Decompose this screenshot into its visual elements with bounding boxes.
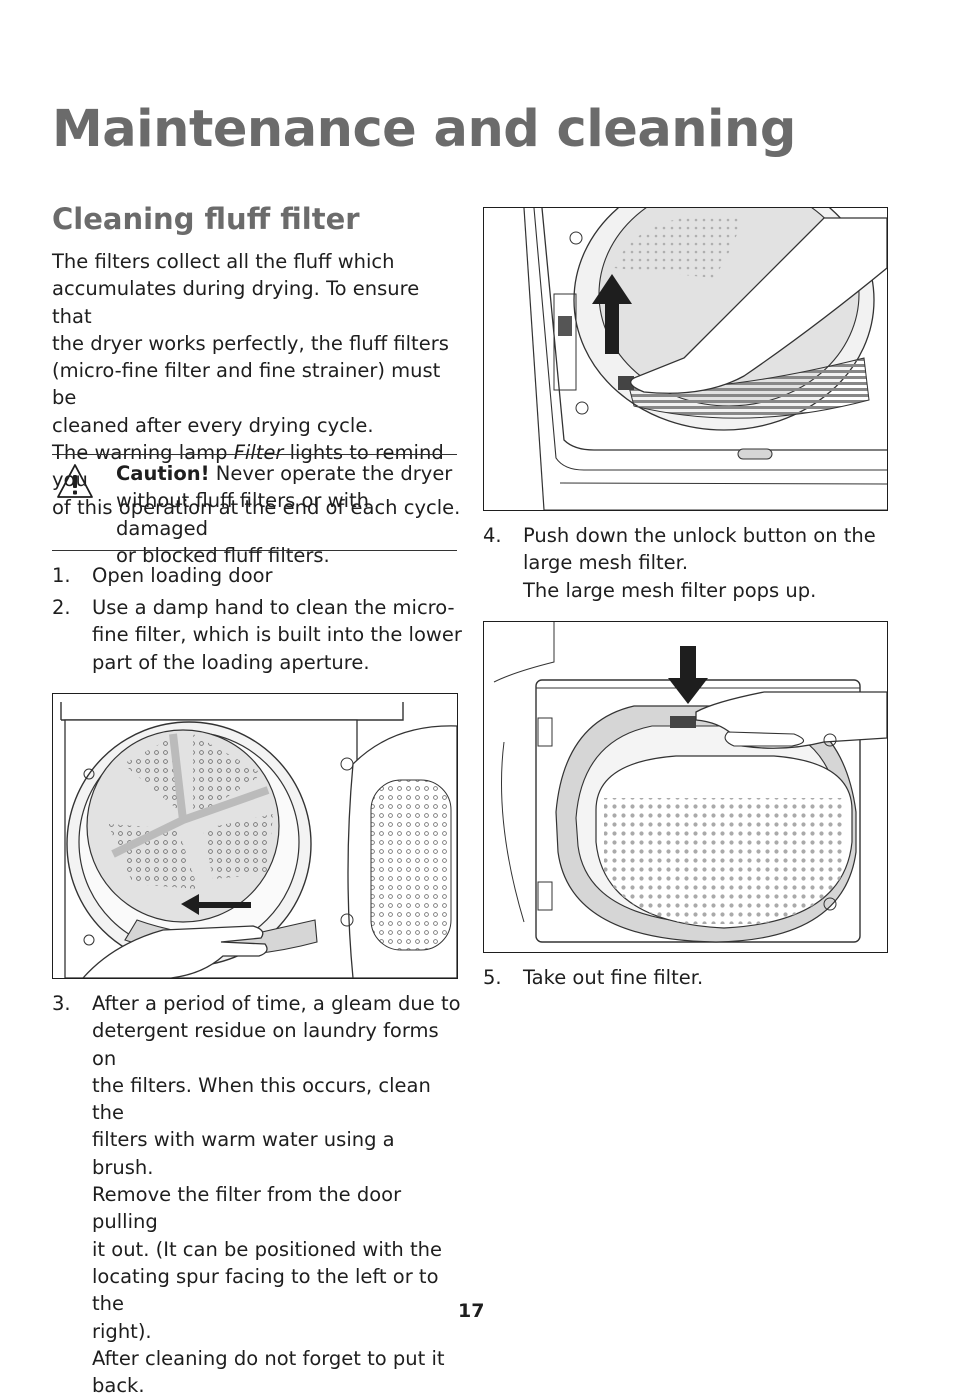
caution-line: or blocked fluff filters. bbox=[116, 543, 330, 567]
intro-line: of this operation at the end of each cyc… bbox=[52, 495, 461, 519]
caution-bottom-rule bbox=[52, 550, 457, 551]
caution-top-rule bbox=[52, 454, 457, 455]
intro-line: accumulates during drying. To ensure tha… bbox=[52, 277, 420, 328]
figure-unlock-mesh-filter bbox=[483, 207, 888, 511]
step-number: 1. bbox=[52, 564, 71, 587]
intro-line: (micro-fine filter and fine strainer) mu… bbox=[52, 359, 441, 410]
intro-paragraph: The filters collect all the fluff which … bbox=[52, 248, 462, 521]
step-4: 4. Push down the unlock button on the la… bbox=[483, 522, 893, 607]
dryer-drum-illustration bbox=[60, 702, 457, 978]
step-number: 4. bbox=[483, 524, 502, 547]
step-line: detergent residue on laundry forms on bbox=[92, 1019, 439, 1070]
step-text: Push down the unlock button on the large… bbox=[523, 522, 876, 604]
step-number: 3. bbox=[52, 992, 71, 1015]
fine-filter-illustration bbox=[493, 622, 887, 943]
step-line: it out. (It can be positioned with the bbox=[92, 1237, 442, 1261]
figure-remove-fine-filter bbox=[483, 621, 888, 953]
intro-line: cleaned after every drying cycle. bbox=[52, 413, 374, 437]
step-text: Open loading door bbox=[92, 562, 273, 589]
step-line: large mesh filter. bbox=[523, 551, 689, 575]
step-line: Push down the unlock button on the bbox=[523, 524, 876, 547]
filter-lamp-name: Filter bbox=[233, 441, 284, 465]
step-line: fine filter, which is built into the low… bbox=[92, 623, 462, 647]
step-1: 1. Open loading door bbox=[52, 562, 462, 592]
step-line: Remove the filter from the door pulling bbox=[92, 1183, 402, 1234]
step-text: Use a damp hand to clean the micro- fine… bbox=[92, 594, 462, 676]
step-line: Take out fine filter. bbox=[523, 966, 704, 989]
intro-line: The warning lamp bbox=[52, 441, 234, 465]
caution-line: without fluff filters or with damaged bbox=[116, 489, 370, 540]
step-line: right). bbox=[92, 1319, 152, 1343]
step-text: After a period of time, a gleam due to d… bbox=[92, 990, 462, 1399]
step-line: part of the loading aperture. bbox=[92, 650, 370, 674]
step-line: back. bbox=[92, 1374, 145, 1398]
caution-label: Caution! bbox=[116, 462, 210, 485]
caution-text: Caution! Never operate the dryer without… bbox=[116, 460, 461, 569]
step-5: 5. Take out fine filter. bbox=[483, 964, 893, 994]
step-number: 2. bbox=[52, 596, 71, 619]
step-line: Use a damp hand to clean the micro- bbox=[92, 596, 455, 619]
intro-line: the dryer works perfectly, the fluff fil… bbox=[52, 331, 449, 355]
intro-line: The filters collect all the fluff which bbox=[52, 250, 395, 273]
step-number: 5. bbox=[483, 966, 502, 989]
figure-clean-micro-filter bbox=[52, 693, 458, 979]
step-text: Take out fine filter. bbox=[523, 964, 703, 991]
section-title: Cleaning fluff filter bbox=[52, 202, 360, 236]
page-title: Maintenance and cleaning bbox=[52, 100, 796, 159]
step-2: 2. Use a damp hand to clean the micro- f… bbox=[52, 594, 462, 679]
warning-triangle-icon bbox=[57, 464, 93, 498]
page-number: 17 bbox=[458, 1300, 485, 1322]
step-line: After cleaning do not forget to put it bbox=[92, 1346, 445, 1370]
step-3: 3. After a period of time, a gleam due t… bbox=[52, 990, 462, 1397]
step-line: After a period of time, a gleam due to bbox=[92, 992, 461, 1015]
step-line: filters with warm water using a brush. bbox=[92, 1128, 395, 1179]
step-line: the filters. When this occurs, clean the bbox=[92, 1073, 431, 1125]
step-line: locating spur facing to the left or to t… bbox=[92, 1264, 439, 1316]
filter-lift-illustration bbox=[523, 208, 887, 510]
step-line: The large mesh filter pops up. bbox=[523, 578, 817, 602]
caution-line: Never operate the dryer bbox=[209, 462, 453, 485]
step-line: Open loading door bbox=[92, 564, 273, 587]
